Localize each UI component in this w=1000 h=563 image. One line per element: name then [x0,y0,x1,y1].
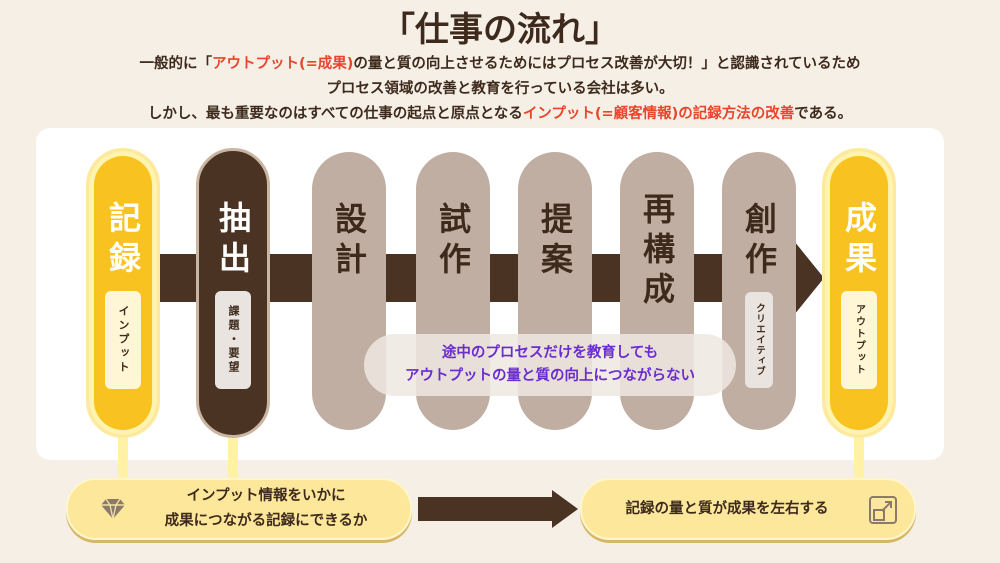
bottom-left-line-2: 成果につながる記録にできるか [164,513,368,529]
step-record-label: 記録 [104,201,142,281]
step-design-label: 設計 [330,202,368,282]
intro-line-1-pre: 一般的に「 [139,56,213,72]
step-extract: 抽出 課題・要望 [196,148,270,438]
step-extract-sublabel: 課題・要望 [215,291,251,389]
bottom-left-pill [66,478,412,540]
intro-line-1: 一般的に「アウトプット(=成果)の量と質の向上させるためにはプロセス改善が大切！… [0,52,1000,73]
step-result: 成果 アウトプット [822,148,896,438]
bottom-left-text: インプット情報をいかに 成果につながる記録にできるか [126,484,406,534]
step-prototype-label: 試作 [434,202,472,282]
stem-extract [228,436,238,488]
step-restructure-label: 再構成 [638,192,676,312]
intro-line-1-highlight: アウトプット(=成果) [212,56,354,72]
step-create: 創作 クリエイティブ [722,152,796,430]
page-title: 「仕事の流れ」 [381,10,619,50]
stem-record [118,436,128,488]
expand-icon [868,495,898,525]
bottom-right-pill [580,478,916,540]
intro-line-2: プロセス領域の改善と教育を行っている会社は多い。 [326,81,674,97]
step-result-label: 成果 [840,201,878,281]
step-create-label: 創作 [740,202,778,282]
diamond-icon [100,497,126,521]
step-proposal-label: 提案 [536,202,574,282]
note-line-2: アウトプットの量と質の向上につながらない [405,368,695,384]
intro-line-3: しかし、最も重要なのはすべての仕事の起点と原点となるインプット(=顧客情報)の記… [0,102,1000,123]
step-create-sublabel: クリエイティブ [745,292,773,388]
note-text: 途中のプロセスだけを教育しても アウトプットの量と質の向上につながらない [364,342,736,388]
step-result-sublabel: アウトプット [841,291,877,389]
intro-line-3-pre: しかし、最も重要なのはすべての仕事の起点と原点となる [147,106,523,122]
intro-line-3-post: である。 [794,106,853,122]
intro-line-3-highlight: インプット(=顧客情報)の記録方法の改善 [522,106,795,122]
bottom-right-text: 記録の量と質が成果を左右する [625,501,829,517]
intro-line-1-post: の量と質の向上させるためにはプロセス改善が大切！」と認識されているため [353,56,861,72]
bottom-arrow-bar [418,497,554,521]
step-extract-label: 抽出 [214,201,252,281]
stem-result [854,436,864,488]
step-record: 記録 インプット [86,148,160,438]
step-record-sublabel: インプット [105,291,141,389]
bottom-left-line-1: インプット情報をいかに [186,488,346,504]
note-box [364,334,736,396]
bottom-arrow-head [552,490,578,528]
note-line-1: 途中のプロセスだけを教育しても [441,345,659,361]
